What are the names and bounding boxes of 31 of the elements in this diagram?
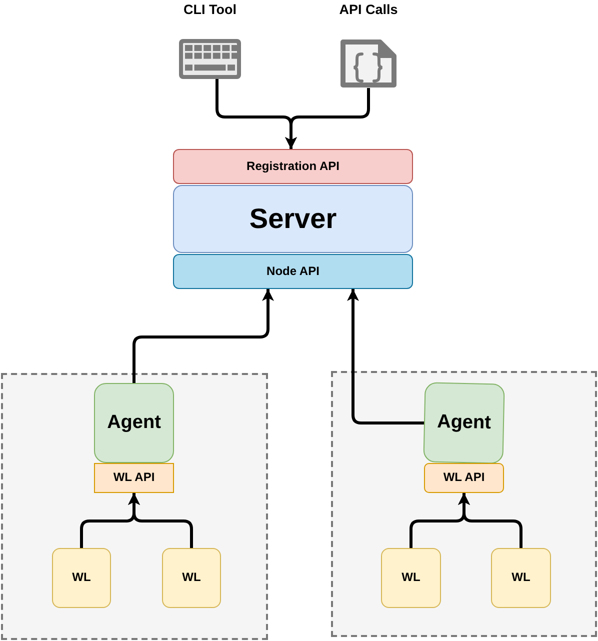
workload-block [52,548,111,608]
agent-block [94,383,174,463]
workload-block [162,548,221,608]
workload-label: WL [182,571,201,585]
wl-api-block [94,463,174,493]
arrow [347,289,424,424]
api-label: Node API [266,264,320,278]
arrow [128,493,193,548]
agent-block [423,382,505,464]
dashed-group [1,373,268,640]
server-label: Server [249,202,337,236]
api-label: Registration API [246,160,340,174]
workload-block [381,548,441,608]
workload-label: WL [512,571,530,585]
agent-label: Agent [107,412,161,434]
arrow [458,493,522,548]
api-layer [173,149,413,184]
wl-api-block [424,463,504,493]
arrow [285,88,370,149]
tool-caption: CLI Tool [184,2,236,18]
api-layer [173,254,413,289]
dashed-group [331,371,597,637]
workload-label: WL [72,571,91,585]
api-label: WL API [113,471,155,485]
server-block [173,185,413,253]
tool-caption: API Calls [339,2,398,18]
api-label: WL API [443,471,485,485]
arrow [132,289,274,383]
workload-block [491,548,551,608]
agent-label: Agent [436,412,492,434]
workload-label: WL [402,571,420,585]
